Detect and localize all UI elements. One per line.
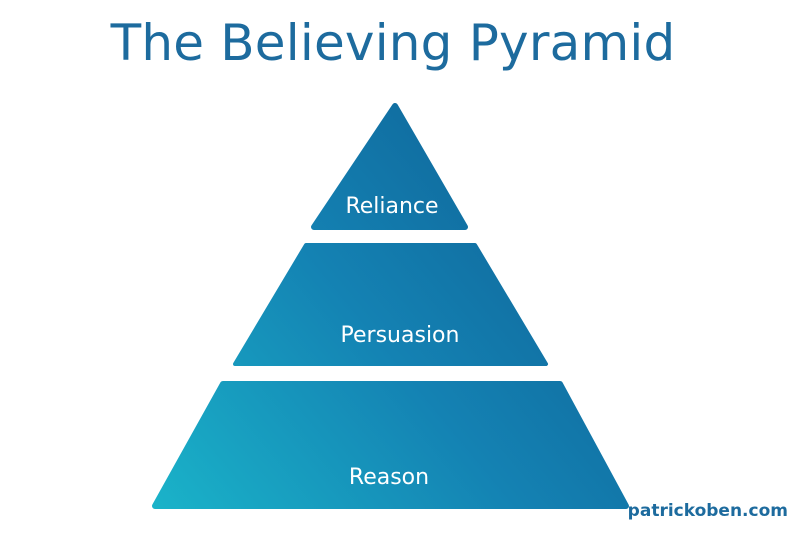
tier-reason-shape [152, 381, 629, 509]
tier-reliance-shape [311, 103, 468, 230]
tier-reason-label: Reason [349, 465, 429, 490]
tier-reliance-label: Reliance [345, 194, 438, 219]
tier-persuasion-label: Persuasion [341, 323, 460, 348]
diagram-title: The Believing Pyramid [110, 14, 676, 72]
watermark: patrickoben.com [627, 501, 788, 521]
tier-persuasion-shape [233, 243, 548, 366]
